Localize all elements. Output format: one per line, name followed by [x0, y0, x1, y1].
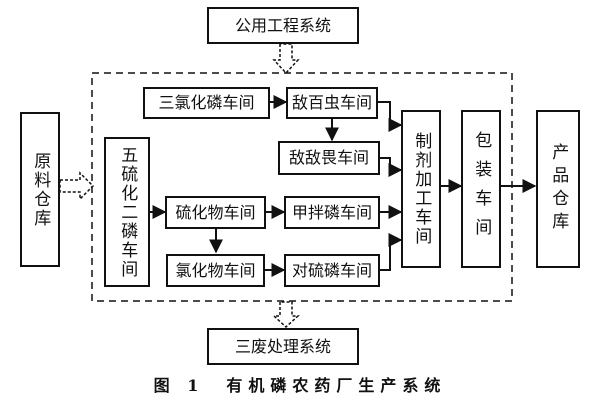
dichlorvos-node: 敌敌畏车间	[278, 141, 380, 175]
raw-material-hollow-arrow	[59, 171, 95, 201]
packaging-label: 包装车间	[471, 131, 492, 247]
product-warehouse-node: 产品仓库	[536, 110, 580, 268]
product-warehouse-label: 产品仓库	[548, 143, 569, 235]
figure-caption: 图 1 有机磷农药厂生产系统	[153, 376, 447, 395]
packaging-node: 包装车间	[461, 110, 501, 268]
p2s5-node: 五硫化二磷车间	[104, 137, 150, 287]
formulation-node: 制剂加工车间	[401, 110, 441, 268]
trichlorfon-node: 敌百虫车间	[286, 87, 378, 119]
waste-hollow-arrow	[272, 301, 300, 329]
parathion-node: 对硫磷车间	[284, 254, 380, 287]
formulation-label: 制剂加工车间	[411, 132, 432, 246]
arrow-trichlorfon-formulation	[378, 101, 403, 132]
sulfide-node: 硫化物车间	[165, 196, 266, 229]
chloride-node: 氯化物车间	[166, 254, 265, 287]
utilities-hollow-arrow	[272, 43, 300, 75]
waste-node: 三废处理系统	[207, 328, 359, 365]
utilities-node: 公用工程系统	[207, 7, 359, 44]
arrow-parathion-formulation	[380, 233, 403, 271]
raw-warehouse-label: 原料仓库	[30, 151, 51, 228]
arrow-dichlorvos-formulation	[380, 157, 403, 177]
methamidophos-node: 甲拌磷车间	[284, 196, 380, 229]
p2s5-label: 五硫化二磷车间	[117, 145, 138, 279]
pcl3-node: 三氯化磷车间	[143, 87, 270, 119]
raw-warehouse-node: 原料仓库	[20, 112, 60, 267]
